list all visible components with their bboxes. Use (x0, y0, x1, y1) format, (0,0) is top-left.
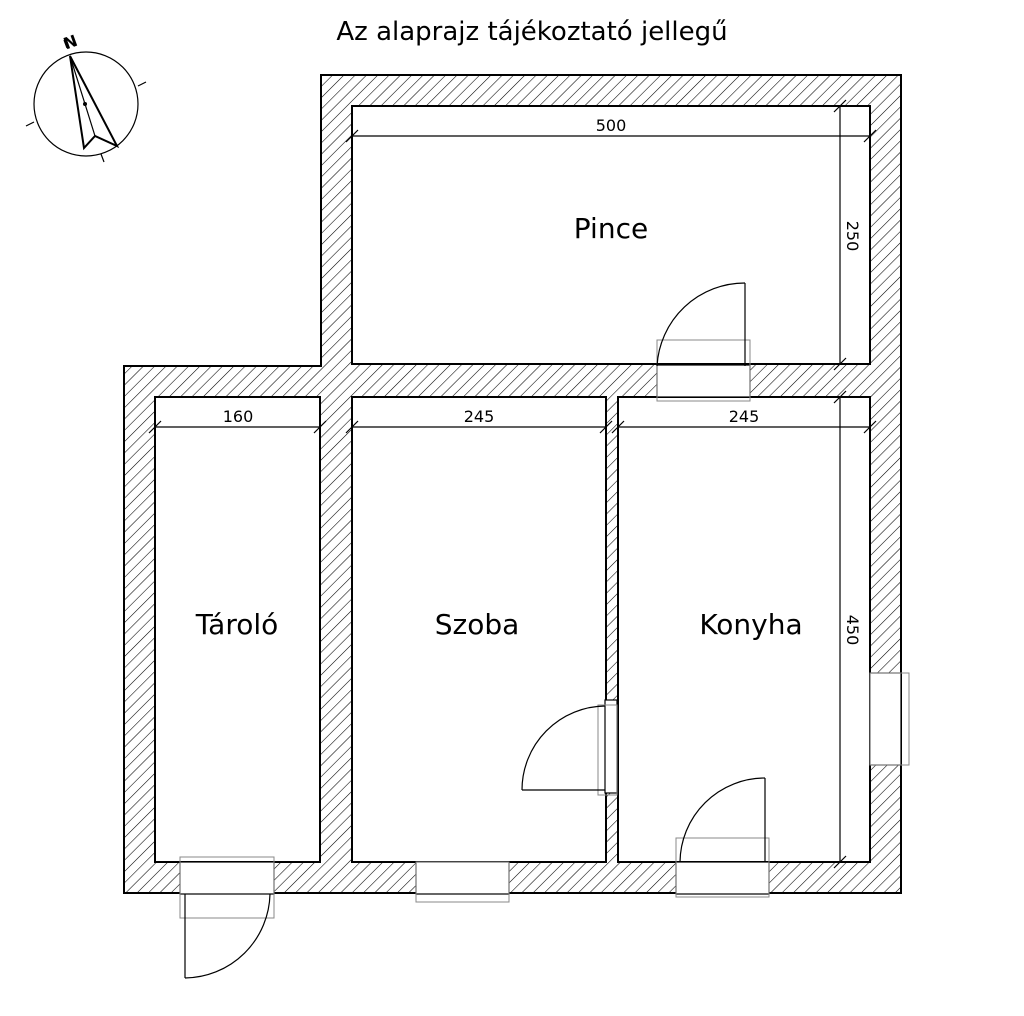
room-label-pince: Pince (574, 212, 648, 245)
window-konyha (869, 672, 910, 766)
dim-front-depth: 450 (843, 615, 862, 646)
room-label-konyha: Konyha (699, 608, 802, 641)
north-arrow-icon: N (25, 31, 147, 163)
north-label: N (61, 31, 80, 53)
door-tarolo (179, 856, 275, 979)
door-szoba-konyha (521, 699, 618, 796)
room-label-szoba: Szoba (435, 608, 520, 641)
dim-tarolo-width: 160 (223, 407, 254, 426)
door-pince (656, 282, 751, 402)
dim-pince-depth: 250 (843, 221, 862, 252)
dim-pince-width: 500 (596, 116, 627, 135)
dim-szoba-width: 245 (464, 407, 495, 426)
dimension-lines (148, 99, 877, 869)
door-konyha (675, 777, 770, 898)
dim-konyha-width: 245 (729, 407, 760, 426)
walls (123, 74, 902, 894)
page-title: Az alaprajz tájékoztató jellegű (336, 17, 727, 47)
room-label-tarolo: Tároló (195, 608, 279, 641)
window-szoba (415, 861, 510, 903)
